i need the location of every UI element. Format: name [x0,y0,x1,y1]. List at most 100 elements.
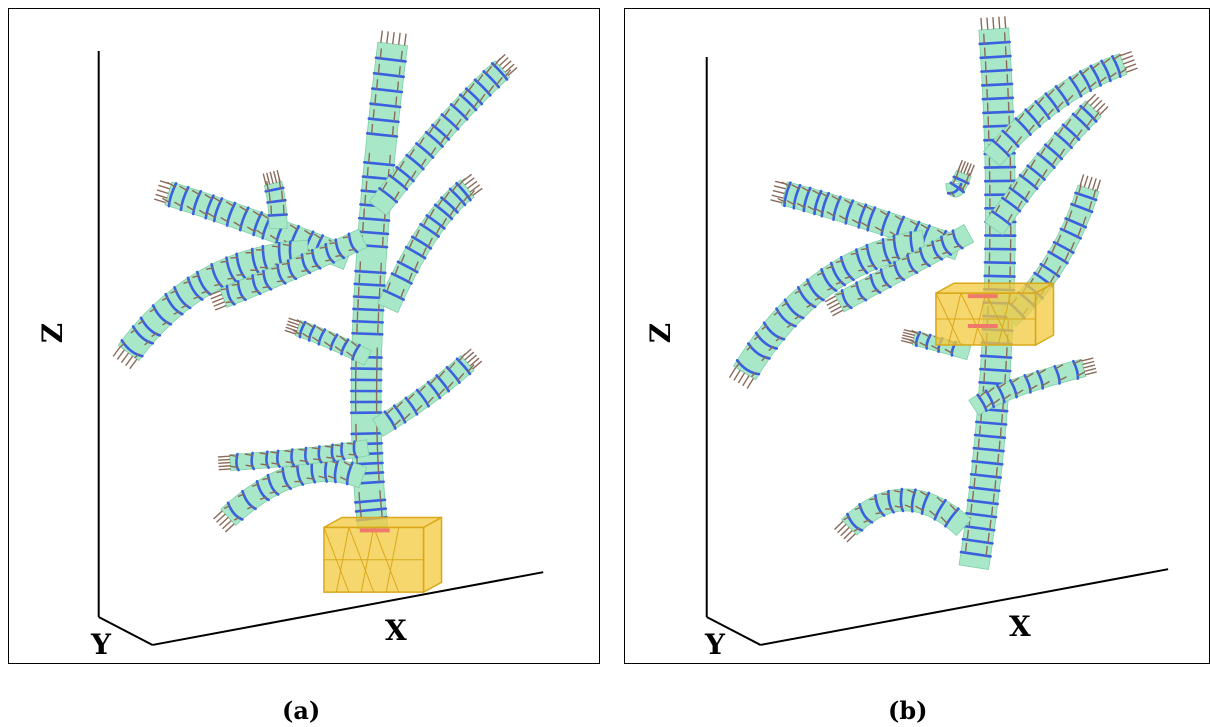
axes-frame [705,56,1169,646]
section-ring [978,40,1011,46]
normal-arrow [1113,53,1122,60]
normal-arrow [801,186,810,193]
normal-arrow [327,475,337,480]
tip-arrow [742,375,750,387]
section-ring [820,191,830,218]
section-ring [963,524,996,532]
normal-arrow [119,342,126,348]
normal-arrow [888,264,897,268]
section-ring [802,186,812,213]
normal-arrow [807,205,816,212]
normal-arrow [794,314,801,320]
section-ring [844,199,855,225]
branch [284,317,372,366]
normal-arrow [854,506,862,511]
normal-arrow [282,243,291,247]
normal-arrow [270,451,279,454]
tip-arrow [273,170,278,183]
bounding-box [323,516,443,594]
section-ring [855,281,868,302]
tip-arrow [1085,371,1097,376]
tip-arrow [824,295,836,303]
section-ring [918,247,931,268]
section-ring [1064,217,1088,229]
section-ring [173,286,192,310]
tip-arrow [998,16,1001,29]
section-ring [276,263,287,285]
normal-arrow [161,296,169,301]
normal-arrow [287,275,295,278]
section-ring [350,367,383,371]
normal-arrow [144,340,151,346]
y-axis-line [98,616,153,646]
normal-arrow [268,192,271,203]
tip-arrow [213,510,223,520]
tip-arrow [775,180,787,185]
section-ring [464,87,484,106]
normal-arrow [1002,393,1012,401]
normal-arrow [974,464,978,475]
normal-arrow [1011,181,1019,191]
normal-arrow [1088,81,1097,89]
normal-arrow [978,390,987,398]
section-ring [354,269,387,275]
normal-arrow [1027,104,1035,113]
section-ring [840,289,853,310]
tip-arrow [773,185,786,190]
tip-arrow [1084,367,1097,373]
section-ring [426,380,442,400]
tip-arrow [269,171,274,184]
tip-arrow [1096,179,1102,192]
section-ring [164,292,184,316]
tip-arrow [386,31,389,44]
tip-arrow [159,180,172,186]
normal-arrow [970,503,973,514]
normal-arrow [920,223,929,230]
section-ring [969,472,1003,479]
normal-arrow [246,277,254,280]
normal-arrow [441,217,448,227]
tip-arrow [770,199,783,204]
normal-arrow [966,529,970,540]
normal-arrow [233,221,242,228]
normal-arrow [997,453,1000,464]
tip-arrow [1126,67,1138,73]
section-ring [264,186,285,193]
normal-arrow [768,345,775,352]
section-ring [959,550,992,558]
normal-arrow [381,236,384,247]
normal-arrow [995,467,998,478]
section-ring [991,139,1011,158]
normal-arrow [422,217,429,227]
normal-arrow [452,98,460,108]
branch [945,159,975,198]
normal-arrow [935,238,943,243]
normal-arrow [455,118,462,128]
axis-label-z: Z [644,322,678,344]
normal-arrow [994,134,1002,144]
normal-arrow [869,497,877,501]
tip-arrow [262,173,267,186]
normal-arrow [269,490,277,494]
normal-arrow [289,224,298,231]
tip-arrow [1082,360,1095,366]
normal-arrow [365,181,368,192]
section-ring [235,252,247,280]
section-ring [225,256,238,283]
normal-arrow [835,259,844,264]
normal-arrow [271,462,280,466]
section-ring [435,374,451,393]
section-ring [473,78,492,97]
normal-arrow [364,194,367,205]
normal-arrow [850,252,859,256]
section-ring [210,263,225,289]
normal-arrow [295,256,304,260]
normal-arrow [994,204,1001,214]
normal-arrow [1047,89,1055,97]
normal-arrow [410,170,417,180]
tip-arrow [218,516,229,527]
tip-arrow [392,32,395,45]
normal-arrow [1000,414,1004,425]
section-ring [350,431,383,436]
section-ring [1024,108,1042,128]
